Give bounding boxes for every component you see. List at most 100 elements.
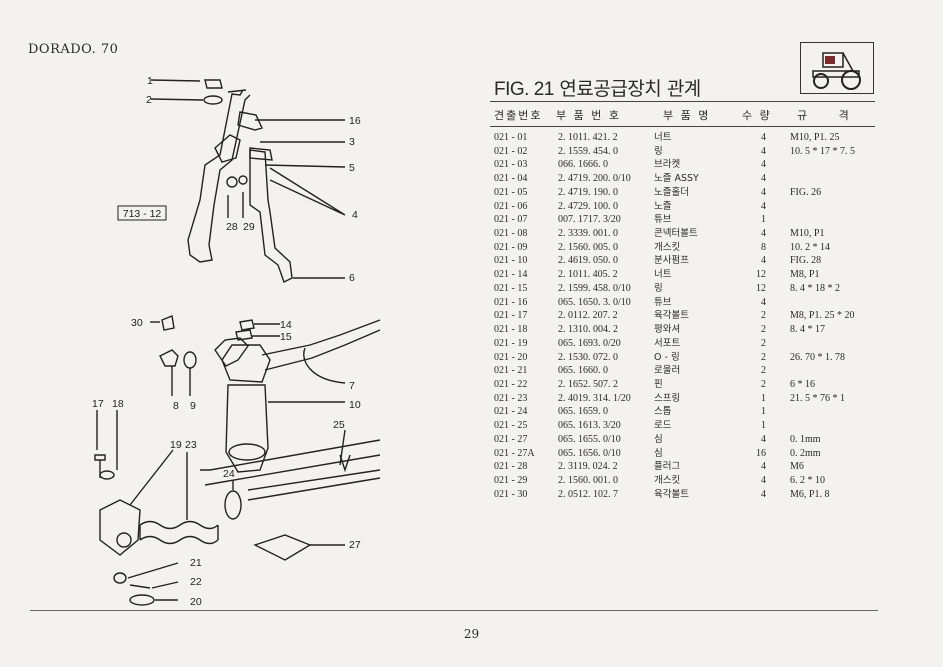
cell-spec: 10. 5 * 17 * 7. 5 — [790, 145, 855, 157]
callout-label: 23 — [185, 439, 197, 451]
cell-spec: FIG. 26 — [790, 186, 822, 198]
cell-name: 노즐홀더 — [654, 186, 689, 198]
callout-label: 6 — [349, 272, 355, 284]
cell-name: 서포트 — [654, 337, 681, 349]
cell-qty: 4 — [761, 296, 766, 308]
page-number: 29 — [463, 627, 480, 641]
cell-name: 육각볼트 — [654, 310, 689, 322]
cell-code: 021 - 21 — [494, 365, 528, 377]
cell-part-no: 2. 1530. 072. 0 — [558, 351, 618, 363]
cell-part-no: 2. 1011. 421. 2 — [558, 132, 618, 143]
cell-code: 021 - 15 — [494, 282, 528, 294]
cell-qty: 4 — [761, 145, 766, 157]
cell-spec: FIG. 28 — [790, 255, 822, 267]
cell-qty: 4 — [761, 159, 766, 171]
cell-spec: 21. 5 * 76 * 1 — [790, 392, 845, 404]
callout-label: 17 — [92, 398, 104, 410]
callout-label: 25 — [333, 419, 345, 431]
cell-part-no: 2. 4619. 050. 0 — [558, 255, 618, 267]
callout-label: 16 — [349, 115, 361, 127]
cell-spec: 8. 4 * 18 * 2 — [790, 282, 840, 294]
cell-spec: 10. 2 * 14 — [790, 241, 830, 253]
cell-code: 021 - 20 — [494, 351, 528, 363]
cell-code: 021 - 16 — [494, 296, 528, 308]
cell-qty: 4 — [761, 228, 766, 240]
cell-part-no: 2. 1310. 004. 2 — [558, 324, 618, 336]
cell-spec: 6. 2 * 10 — [790, 475, 825, 486]
cell-name: O - 링 — [654, 351, 680, 363]
callout-label: 18 — [112, 398, 124, 410]
cell-part-no: 2. 1652. 507. 2 — [558, 378, 618, 390]
cell-name: 심 — [654, 433, 663, 445]
cell-code: 021 - 24 — [494, 406, 528, 418]
callout-label: 2 — [146, 94, 152, 106]
cell-name: 핀 — [654, 378, 663, 390]
cell-part-no: 2. 3119. 024. 2 — [558, 461, 618, 473]
cell-qty: 4 — [761, 173, 766, 185]
cell-name: 링 — [654, 282, 663, 294]
cell-spec: M8, P1. 25 * 20 — [790, 310, 855, 322]
cell-qty: 4 — [761, 200, 766, 212]
table-header-rule — [490, 126, 875, 127]
cell-part-no: 2. 4719. 200. 0/10 — [558, 173, 631, 185]
cell-code: 021 - 02 — [494, 145, 528, 157]
cell-name: 튜브 — [654, 296, 672, 308]
cell-code: 021 - 01 — [494, 132, 528, 143]
cell-qty: 12 — [756, 282, 766, 294]
table-top-rule — [490, 101, 875, 102]
callout-label: 10 — [349, 399, 361, 411]
cell-name: 링 — [654, 145, 663, 157]
cell-name: 스프링 — [654, 392, 681, 404]
cell-name: 개스킷 — [654, 241, 681, 253]
cell-spec: M6, P1. 8 — [790, 488, 830, 500]
cell-qty: 2 — [761, 378, 766, 390]
figure-caption: 연료공급장치 관계 — [559, 78, 701, 100]
cell-name: 육각볼트 — [654, 488, 689, 500]
callout-label: 19 — [170, 439, 182, 451]
cell-code: 021 - 27A — [494, 447, 535, 459]
cell-part-no: 2. 1560. 005. 0 — [558, 241, 618, 253]
cell-part-no: 2. 0512. 102. 7 — [558, 488, 618, 500]
callout-label: 27 — [349, 539, 361, 551]
cell-part-no: 2. 1560. 001. 0 — [558, 475, 618, 486]
cell-name: 플러그 — [654, 461, 681, 473]
callout-label: 21 — [190, 557, 202, 569]
callout-label: 5 — [349, 162, 355, 174]
cell-name: 콘넥터볼트 — [654, 228, 698, 240]
callout-label: 20 — [190, 596, 202, 608]
callout-label: 15 — [280, 331, 292, 343]
cell-spec: 26. 70 * 1. 78 — [790, 351, 845, 363]
cell-name: 노즐 ASSY — [654, 173, 699, 185]
cell-part-no: 007. 1717. 3/20 — [558, 214, 621, 226]
cell-code: 021 - 17 — [494, 310, 528, 322]
cell-code: 021 - 25 — [494, 420, 528, 432]
column-header-part-no: 부 품 번 호 — [556, 109, 621, 122]
cell-code: 021 - 03 — [494, 159, 528, 171]
cell-code: 021 - 07 — [494, 214, 528, 226]
callout-label: 7 — [349, 380, 355, 392]
cell-spec: M10, P1 — [790, 228, 825, 240]
cell-part-no: 065. 1660. 0 — [558, 365, 608, 377]
cell-part-no: 065. 1659. 0 — [558, 406, 608, 418]
callout-label: 28 — [226, 221, 238, 233]
cell-code: 021 - 28 — [494, 461, 528, 473]
figure-number: FIG. 21 — [494, 79, 554, 100]
cell-spec: 0. 2mm — [790, 447, 821, 459]
cell-name: 로울러 — [654, 365, 681, 377]
cell-part-no: 2. 0112. 207. 2 — [558, 310, 618, 322]
cell-part-no: 065. 1656. 0/10 — [558, 447, 621, 459]
cell-qty: 12 — [756, 269, 766, 281]
cell-qty: 4 — [761, 488, 766, 500]
figure-title: FIG. 21 연료공급장치 관계 — [494, 74, 701, 101]
cell-name: 개스킷 — [654, 475, 681, 486]
cell-code: 021 - 29 — [494, 475, 528, 486]
callout-label: 9 — [190, 400, 196, 412]
cell-spec: 0. 1mm — [790, 433, 821, 445]
cell-part-no: 2. 4729. 100. 0 — [558, 200, 618, 212]
cell-qty: 4 — [761, 186, 766, 198]
cell-qty: 2 — [761, 324, 766, 336]
cell-name: 스톱 — [654, 406, 672, 418]
cell-qty: 1 — [761, 392, 766, 404]
footer-rule — [30, 610, 878, 611]
